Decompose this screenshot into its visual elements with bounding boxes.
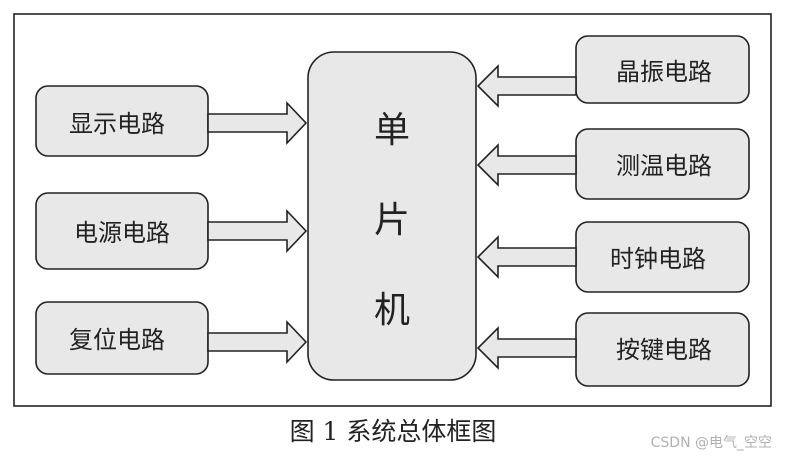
display-circuit-label: 显示电路 [69,110,165,138]
cpu-char-1: 单 [374,110,410,151]
power-circuit-label: 电源电路 [74,219,170,247]
crystal-circuit-label: 晶振电路 [616,58,712,86]
arrow-temperature-to-cpu [476,143,577,187]
arrow-display-to-cpu [207,100,308,146]
cpu-block [307,51,477,381]
watermark: CSDN @电气_空空 [650,435,772,451]
temperature-circuit-label: 测温电路 [616,152,712,180]
reset-circuit-label: 复位电路 [69,326,165,354]
arrow-crystal-to-cpu [476,64,577,108]
figure-caption: 图 1 系统总体框图 [289,417,497,446]
clock-circuit-label: 时钟电路 [610,245,706,273]
keypad-circuit-label: 按键电路 [616,336,712,364]
crystal-circuit-block [575,35,750,104]
system-block-diagram: 单 片 机 显示电路 电源电路 复位电路 晶振电路 测温电路 时钟电路 按键电路 [13,13,772,407]
arrow-keypad-to-cpu [476,326,577,370]
arrow-reset-to-cpu [207,319,308,365]
cpu-char-2: 片 [374,200,410,241]
frame-border [13,13,772,407]
cpu-char-3: 机 [374,290,410,331]
arrow-clock-to-cpu [476,235,577,279]
arrow-power-to-cpu [207,208,308,254]
